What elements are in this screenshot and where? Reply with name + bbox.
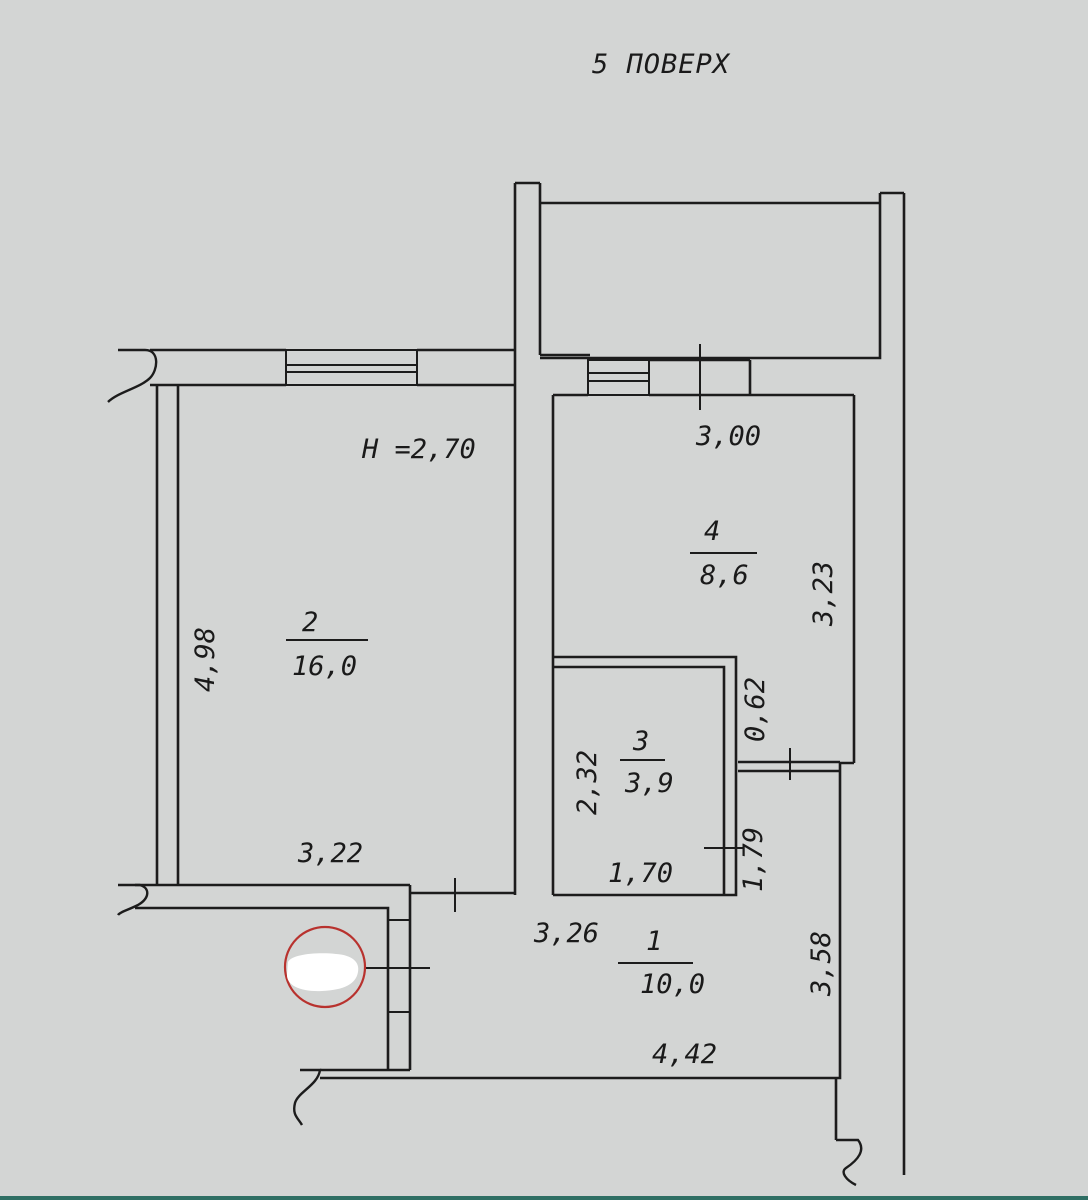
balcony [540, 191, 904, 360]
window-room-4 [587, 359, 650, 396]
window-room-2 [285, 349, 418, 386]
dim-room-4-length: 3,23 [808, 561, 839, 627]
break-bottom-left [293, 1068, 322, 1126]
redaction-blot [286, 953, 359, 992]
top-wall-left [150, 348, 515, 387]
dim-room-3-width: 1,70 [608, 858, 673, 889]
break-symbols [107, 348, 863, 1187]
room-1-area: 10,0 [640, 969, 705, 1000]
break-bottom-right [836, 1138, 863, 1187]
room-2-number: 2 [302, 607, 318, 638]
bottom-wall-room-2 [135, 883, 515, 1070]
door-ticks [365, 344, 791, 969]
dim-room-1-width-bottom: 4,42 [652, 1039, 717, 1070]
dim-room-4-width: 3,00 [695, 421, 761, 452]
room-3-area: 3,9 [624, 768, 674, 799]
room-1-number: 1 [646, 926, 662, 957]
ceiling-height-label: H =2,70 [361, 434, 476, 465]
room-3-number: 3 [632, 726, 649, 757]
bottom-bar [0, 1196, 1088, 1200]
room-4-area: 8,6 [700, 560, 749, 591]
dim-door-gap: 0,62 [740, 677, 771, 742]
dim-room-2-width: 3,22 [297, 838, 363, 869]
room-3-walls [553, 655, 738, 897]
fraction-lines [286, 552, 757, 964]
dim-room-1-width-top: 3,26 [533, 918, 599, 949]
dim-side-gap: 1,79 [738, 827, 769, 892]
center-wall [513, 181, 590, 895]
right-outer-wall [836, 193, 906, 1175]
floor-title: 5 ПОВЕРХ [592, 49, 731, 80]
bottom-wall-room-1 [320, 760, 840, 1080]
break-top-left [107, 348, 158, 403]
left-wall-room-2 [155, 385, 180, 885]
entry-wall-detail [388, 919, 410, 1013]
redaction-marker [283, 925, 367, 1009]
dim-room-1-length: 3,58 [806, 931, 837, 997]
room-2-area: 16,0 [292, 651, 357, 682]
break-mid-left [117, 883, 149, 916]
room-4-number: 4 [704, 516, 720, 547]
dim-room-2-length: 4,98 [190, 627, 221, 692]
dim-room-3-length: 2,32 [572, 750, 603, 815]
